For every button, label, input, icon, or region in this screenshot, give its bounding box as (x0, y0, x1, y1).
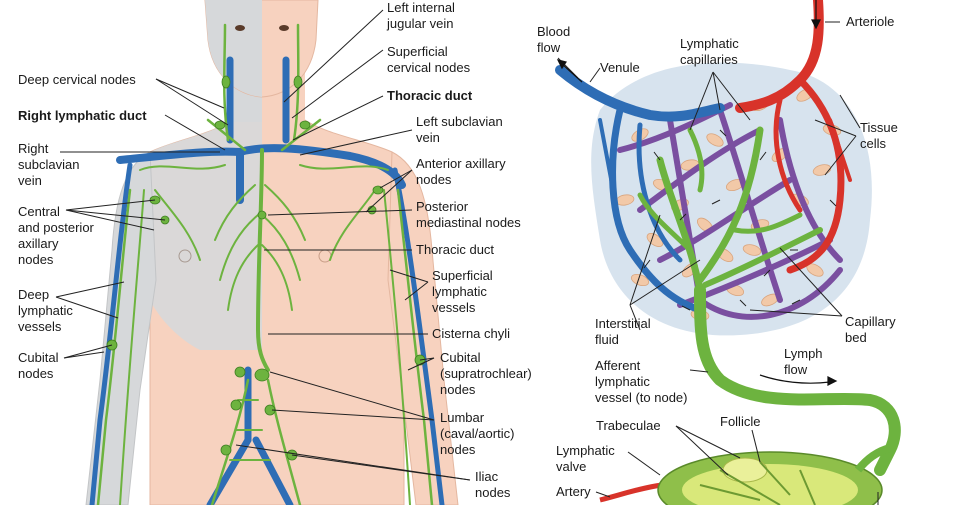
label-venule: Venule (600, 60, 640, 75)
label-superficial-lymphatic-vessels: Superficial lymphatic vessels (432, 268, 493, 315)
flow-arrows (556, 0, 838, 386)
tissue-cell (646, 233, 664, 247)
label-anterior-axillary-nodes: Anterior axillary nodes (416, 156, 506, 187)
eye-icon (235, 25, 245, 31)
label-central-posterior-axillary-nodes: Central and posterior axillary nodes (18, 204, 94, 267)
artery-vessel (599, 482, 663, 503)
label-deep-cervical-nodes: Deep cervical nodes (18, 72, 136, 87)
label-thoracic-duct-mid: Thoracic duct (416, 242, 495, 257)
label-posterior-mediastinal-nodes: Posterior mediastinal nodes (416, 199, 521, 230)
lymph-node (599, 444, 892, 510)
nipple-icon (178, 249, 192, 263)
tissue-cell (630, 273, 650, 287)
right-drainage-region (148, 108, 262, 350)
body-figure (55, 0, 471, 509)
arteriole (735, 0, 852, 274)
head-right-half (205, 0, 262, 97)
veins (89, 56, 445, 509)
label-afferent-lymphatic-vessel: Afferent lymphatic vessel (to node) (595, 358, 688, 405)
label-arteriole: Arteriole (846, 14, 895, 29)
fluid-flow-arrows (643, 129, 837, 311)
lymph-nodes (106, 75, 426, 461)
label-deep-lymphatic-vessels: Deep lymphatic vessels (18, 287, 73, 334)
label-interstitial-fluid: Interstitial fluid (595, 316, 651, 347)
eye-icon (279, 25, 289, 31)
capillary-bed-figure (555, 0, 901, 510)
label-right-lymphatic-duct: Right lymphatic duct (18, 108, 147, 123)
label-capillary-bed: Capillary bed (845, 314, 896, 345)
label-iliac-nodes: Iliac nodes (475, 469, 511, 500)
label-right-subclavian-vein: Right subclavian vein (18, 141, 80, 188)
label-lymphatic-valve: Lymphatic valve (556, 443, 615, 474)
label-follicle: Follicle (720, 414, 761, 429)
label-lymphatic-capillaries: Lymphatic capillaries (680, 36, 739, 67)
label-lymph-flow: Lymph flow (784, 346, 823, 377)
label-cubital-nodes: Cubital nodes (18, 350, 59, 381)
tissue-cell (742, 244, 762, 256)
label-cisterna-chyli: Cisterna chyli (432, 326, 511, 341)
right-leader-lines (557, 21, 879, 505)
label-artery: Artery (556, 484, 591, 499)
lymphatic-vessels (96, 23, 434, 507)
label-left-subclavian-vein: Left subclavian vein (416, 114, 503, 145)
label-superficial-cervical-nodes: Superficial cervical nodes (387, 44, 471, 75)
left-leader-lines (55, 9, 471, 481)
label-lumbar-nodes: Lumbar (caval/aortic) nodes (440, 410, 515, 457)
lymphatic-capillaries (637, 126, 901, 476)
venule (555, 65, 725, 314)
label-left-internal-jugular-vein: Left internal jugular vein (387, 0, 455, 31)
label-blood-flow: Blood flow (537, 24, 571, 55)
label-tissue-cells: Tissue cells (860, 120, 898, 151)
label-trabeculae: Trabeculae (596, 418, 661, 433)
label-cubital-supratrochlear-nodes: Cubital (supratrochlear) nodes (440, 350, 532, 397)
label-thoracic-duct-top: Thoracic duct (387, 88, 473, 103)
tissue-cell (706, 133, 724, 147)
